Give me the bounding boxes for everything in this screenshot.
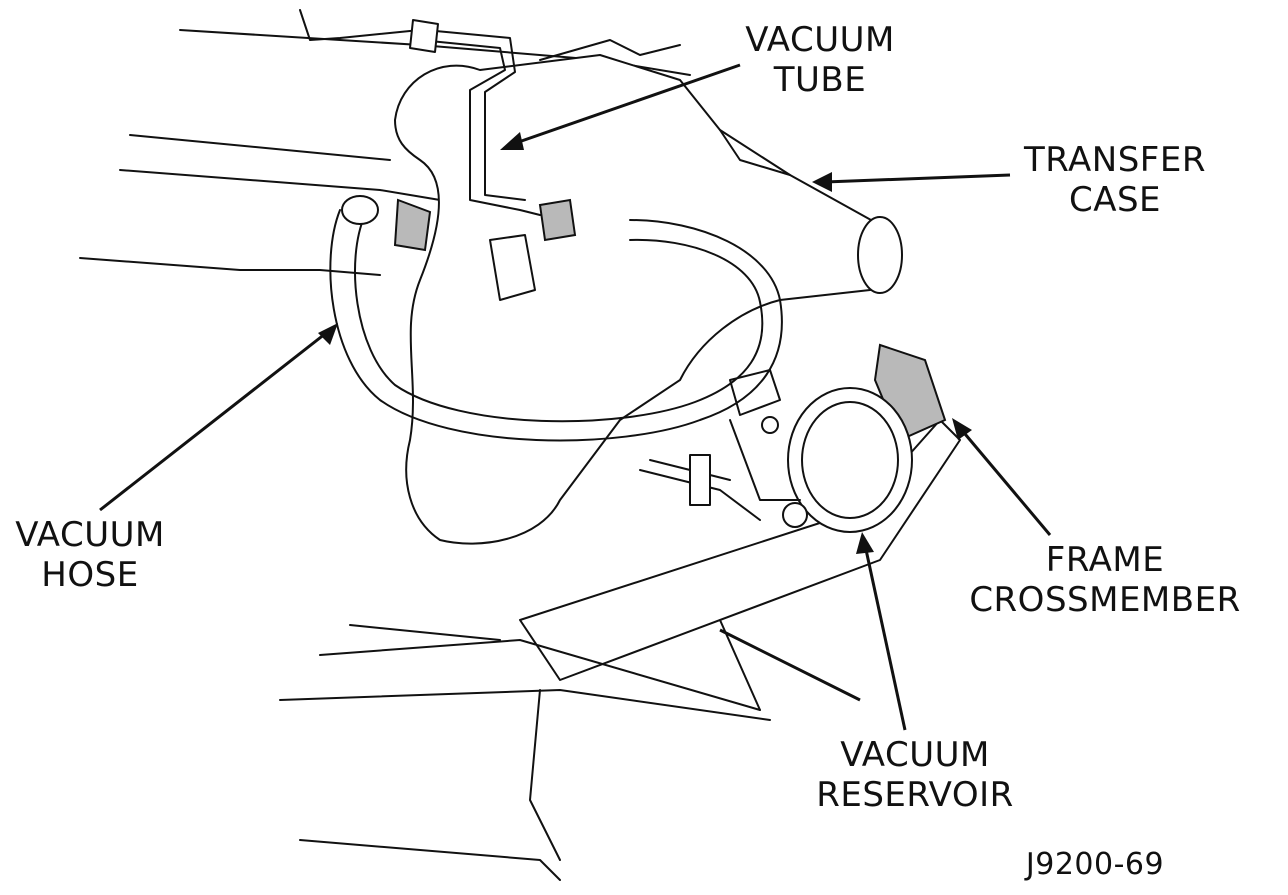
vacuum-hose-label: VACUUM HOSE	[0, 515, 180, 595]
vacuum-tube	[409, 19, 541, 301]
vacuum-fittings	[639, 369, 801, 521]
vacuum-tube-label: VACUUM TUBE	[720, 20, 920, 100]
vacuum-reservoir-label: VACUUM RESERVOIR	[800, 735, 1030, 815]
leader-arrows	[99, 63, 1052, 731]
vacuum-tube-label-line1: VACUUM	[745, 20, 895, 60]
vacuum-reservoir	[782, 387, 913, 533]
transfer-case-label-line2: CASE	[1068, 180, 1162, 220]
frame-crossmember-label-line2: CROSSMEMBER	[969, 580, 1241, 620]
frame-crossmember	[279, 343, 961, 881]
transfer-case	[394, 54, 903, 545]
vacuum-reservoir-label-line1: VACUUM	[840, 735, 990, 775]
vacuum-tube-label-line2: TUBE	[773, 60, 867, 100]
vehicle-frame-lines	[79, 9, 691, 276]
vacuum-hose	[329, 195, 783, 442]
vacuum-reservoir-label-line2: RESERVOIR	[816, 775, 1014, 815]
vacuum-hose-label-line2: HOSE	[41, 555, 139, 595]
figure-id: J9200-69	[1025, 847, 1165, 882]
vacuum-hose-label-line1: VACUUM	[15, 515, 165, 555]
frame-crossmember-label-line1: FRAME	[1045, 540, 1165, 580]
transfer-case-label-line1: TRANSFER	[1024, 140, 1206, 180]
transfer-case-label: TRANSFER CASE	[1010, 140, 1220, 220]
frame-crossmember-label: FRAME CROSSMEMBER	[960, 540, 1250, 620]
